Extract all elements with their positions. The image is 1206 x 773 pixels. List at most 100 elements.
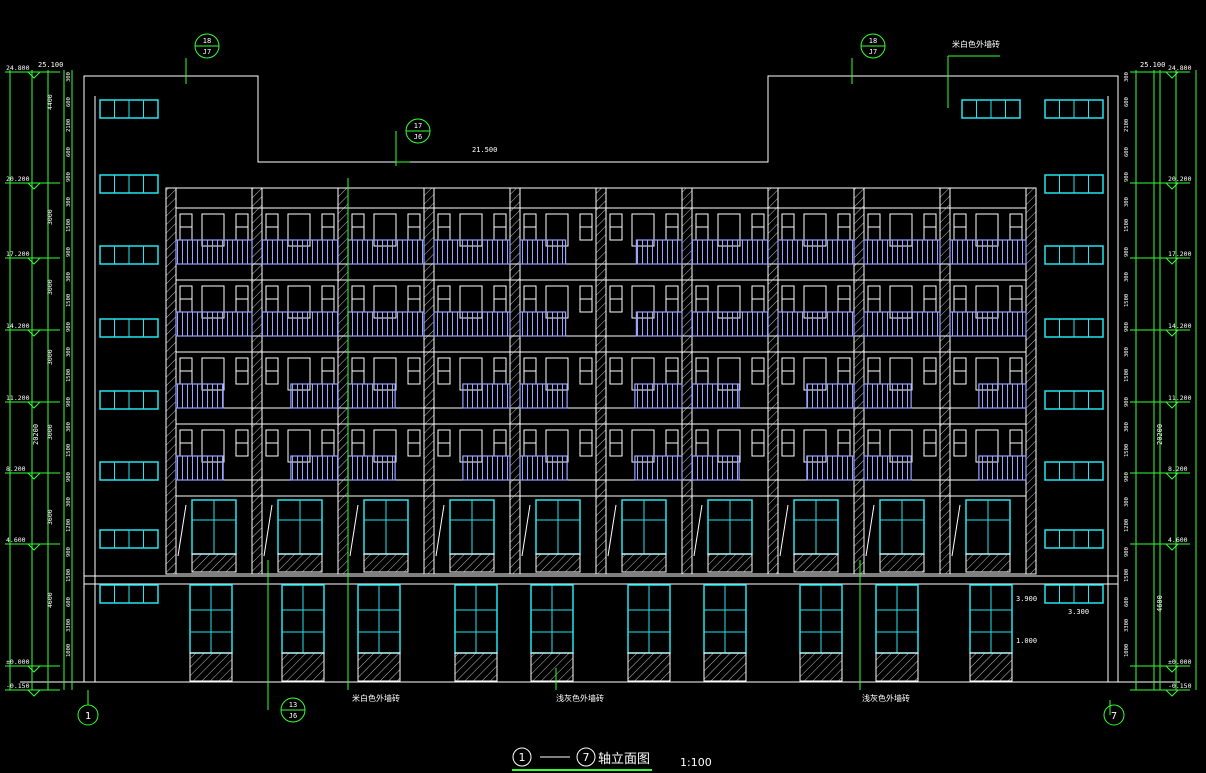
- small-dim: 900: [66, 397, 72, 407]
- small-dim: 300: [66, 72, 72, 82]
- level-mid-roof: 21.500: [472, 146, 497, 154]
- level-marker: [27, 182, 41, 190]
- balcony-railing: [635, 239, 683, 265]
- balcony-railing: [634, 455, 683, 481]
- balcony-railing: [634, 383, 683, 409]
- svg-text:J7: J7: [203, 48, 211, 56]
- small-dim: 600: [66, 597, 72, 607]
- small-dim: 300: [1124, 347, 1130, 357]
- diagonal-line: [693, 504, 703, 557]
- balcony-railing: [806, 455, 855, 481]
- level-marker: [1165, 689, 1179, 697]
- wall-hatch: [535, 553, 581, 573]
- balcony-railing: [519, 455, 568, 481]
- wall-hatch: [449, 553, 495, 573]
- wall-hatch: [793, 553, 839, 573]
- pillar: [767, 187, 779, 575]
- level-top-right: 25.100: [1140, 61, 1165, 69]
- storey-dim: 3000: [46, 279, 54, 295]
- small-dim: 900: [66, 322, 72, 332]
- small-dim: 1200: [66, 519, 72, 532]
- pillar: [423, 187, 435, 575]
- title-axis-end: 7: [583, 751, 590, 764]
- balcony-railing: [290, 455, 339, 481]
- wall-hatch: [703, 652, 747, 682]
- storey-dim: 3600: [46, 509, 54, 525]
- level-marker: [1165, 71, 1179, 79]
- pillar: [853, 187, 865, 575]
- level-label-right: 4.600: [1168, 536, 1188, 544]
- level-side-c: 1.000: [1016, 637, 1037, 645]
- wall-hatch: [454, 652, 498, 682]
- svg-text:18: 18: [869, 37, 877, 45]
- balcony-railing: [347, 383, 396, 409]
- level-marker: [27, 71, 41, 79]
- level-label-right: 8.200: [1168, 465, 1188, 473]
- callout-bubble: 17 J6: [405, 118, 431, 144]
- title-axis-start: 1: [519, 751, 526, 764]
- svg-text:17: 17: [414, 122, 422, 130]
- pillar: [337, 187, 349, 575]
- pillar: [681, 187, 693, 575]
- level-marker: [1165, 543, 1179, 551]
- small-dim: 300: [66, 347, 72, 357]
- balcony-railing: [949, 311, 1027, 337]
- building-geometry: [5, 55, 1197, 715]
- left-total-dim: 20200: [32, 424, 40, 445]
- wall-hatch: [363, 553, 409, 573]
- small-dim: 900: [66, 472, 72, 482]
- wall-hatch: [621, 553, 667, 573]
- storey-dim: 3000: [46, 424, 54, 440]
- level-marker: [1165, 329, 1179, 337]
- svg-text:1: 1: [85, 711, 91, 722]
- balcony-railing: [691, 239, 769, 265]
- balcony-railing: [863, 383, 912, 409]
- small-dim: 900: [66, 172, 72, 182]
- small-dim: 300: [1124, 497, 1130, 507]
- balcony-railing: [261, 239, 339, 265]
- balcony-railing: [462, 455, 511, 481]
- wall-hatch: [879, 553, 925, 573]
- small-dim: 300: [66, 197, 72, 207]
- diagonal-line: [435, 504, 445, 557]
- balcony-railing: [777, 239, 855, 265]
- small-dim: 2100: [1124, 119, 1130, 132]
- balcony-railing: [290, 383, 339, 409]
- level-side-b: 3.300: [1068, 608, 1089, 616]
- level-label-left: 24.800: [6, 64, 30, 72]
- small-dim: 2100: [66, 119, 72, 132]
- svg-text:J6: J6: [289, 712, 297, 720]
- balcony-railing: [175, 383, 224, 409]
- level-label-left: 20.200: [6, 175, 30, 183]
- title-text: 轴立面图: [598, 752, 650, 767]
- pillar: [509, 187, 521, 575]
- wall-hatch: [969, 652, 1013, 682]
- pillar: [165, 187, 177, 575]
- wall-hatch: [530, 652, 574, 682]
- balcony-railing: [347, 455, 396, 481]
- balcony-railing: [433, 311, 511, 337]
- level-label-right: -0.150: [1168, 682, 1192, 690]
- callout-bubble: 13 J6: [280, 697, 306, 723]
- level-marker: [27, 689, 41, 697]
- level-marker: [27, 257, 41, 265]
- wall-hatch: [799, 652, 843, 682]
- diagonal-line: [779, 504, 789, 557]
- pillar: [1025, 187, 1037, 575]
- small-dim: 900: [1124, 172, 1130, 182]
- balcony-railing: [978, 455, 1027, 481]
- axis-bubble-left: 1: [77, 704, 99, 726]
- balcony-railing: [863, 239, 941, 265]
- level-marker: [1165, 182, 1179, 190]
- level-label-left: 8.200: [6, 465, 26, 473]
- small-dim: 300: [1124, 272, 1130, 282]
- level-label-right: 24.800: [1168, 64, 1192, 72]
- level-label-left: ±0.000: [6, 658, 30, 666]
- small-dim: 600: [1124, 97, 1130, 107]
- wall-hatch: [875, 652, 919, 682]
- level-side-a: 3.900: [1016, 595, 1037, 603]
- wall-hatch: [627, 652, 671, 682]
- small-dim: 300: [1124, 197, 1130, 207]
